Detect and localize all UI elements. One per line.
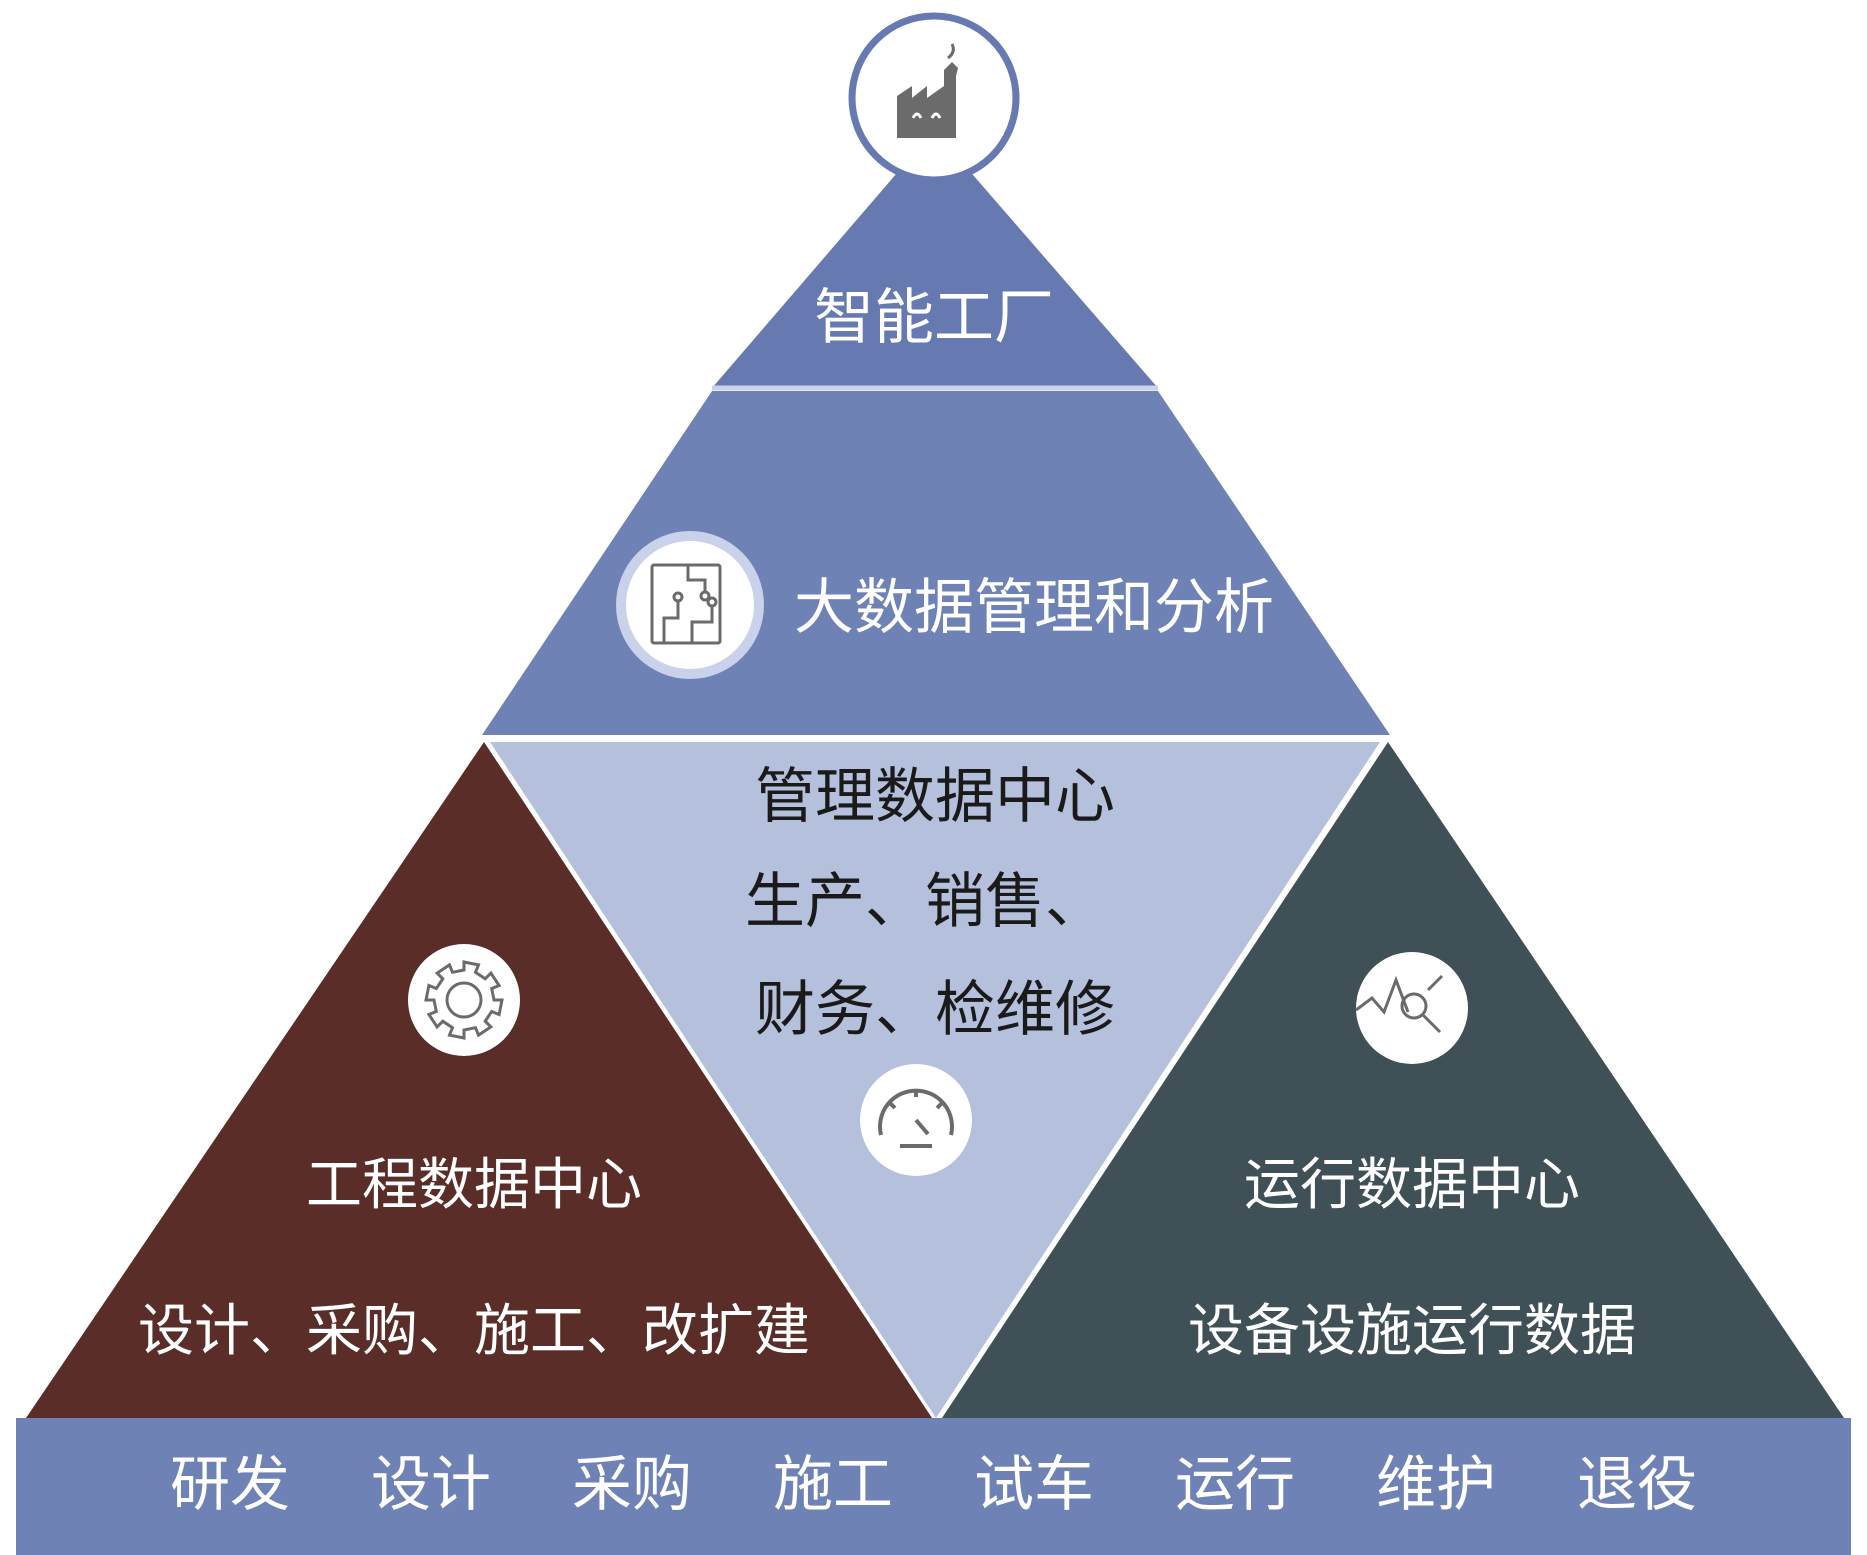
- lifecycle-stage-label: 退役: [1577, 1450, 1697, 1520]
- lifecycle-stage-label: 采购: [572, 1450, 692, 1520]
- lifecycle-stages: 研发 设计 采购 施工 试车 运行 维护 退役: [170, 1450, 1697, 1520]
- lifecycle-stage-label: 研发: [170, 1450, 290, 1520]
- speedometer-icon: [860, 1064, 972, 1176]
- operations-data-section: [942, 742, 1844, 1418]
- lifecycle-stage-label: 维护: [1376, 1450, 1496, 1520]
- lifecycle-stage-label: 设计: [371, 1450, 491, 1520]
- lifecycle-stage-label: 运行: [1175, 1450, 1295, 1520]
- data-circuit-icon: [616, 531, 764, 679]
- right-subtitle: 设备设施运行数据: [1188, 1299, 1636, 1364]
- lifecycle-stage-label: 试车: [974, 1450, 1094, 1520]
- center-line-3: 财务、检维修: [755, 975, 1115, 1045]
- factory-icon: [848, 12, 1020, 184]
- apex-title: 智能工厂: [814, 283, 1054, 353]
- gear-icon: [408, 944, 520, 1056]
- center-line-2: 生产、销售、: [745, 867, 1105, 937]
- analytics-magnifier-icon: [1355, 952, 1468, 1064]
- lifecycle-stage-label: 施工: [773, 1450, 893, 1520]
- right-title: 运行数据中心: [1244, 1153, 1580, 1218]
- lifecycle-bar: [16, 1418, 1851, 1555]
- apex-section: [712, 130, 1158, 388]
- middle-title: 大数据管理和分析: [794, 573, 1274, 643]
- left-title: 工程数据中心: [306, 1153, 642, 1218]
- engineering-data-section: [26, 742, 932, 1418]
- left-subtitle: 设计、采购、施工、改扩建: [138, 1299, 810, 1364]
- center-title: 管理数据中心: [755, 762, 1115, 832]
